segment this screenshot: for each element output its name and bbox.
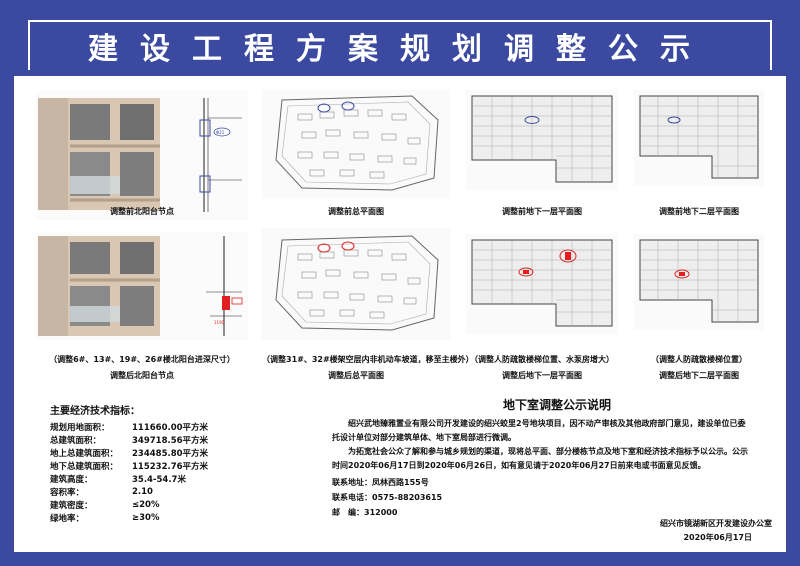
contact-label: 联系地址： — [332, 478, 372, 487]
indicator-value: 2.10 — [132, 486, 153, 497]
detail-label-a: Φ21 — [216, 130, 225, 135]
caption-basement1-before: 调整前地下一层平面图 — [502, 207, 582, 216]
balcony-after-figure: 1190 — [36, 232, 248, 340]
indicator-value: ≥30% — [132, 512, 160, 523]
indicator-row: 建筑高度： 35.4-54.7米 — [50, 472, 280, 485]
caption-site-plan-after: 调整后总平面图 — [328, 371, 384, 380]
basement2-before-figure — [634, 90, 764, 186]
indicator-value: 115232.76平方米 — [132, 461, 209, 472]
balcony-before-drawing: Φ21 — [38, 98, 242, 212]
indicator-value: 349718.56平方米 — [132, 435, 209, 446]
notice-block: 地下室调整公示说明 绍兴武地臻雅置业有限公司开发建设的绍兴蛟里2号地块项目，因不… — [332, 396, 752, 520]
indicator-label: 规划用地面积： — [50, 422, 110, 433]
indicator-row: 地上总建筑面积： 234485.80平方米 — [50, 446, 280, 459]
basement1-after-figure — [466, 234, 618, 334]
contact-phone: 联系电话： 0575-88203615 — [332, 490, 752, 505]
indicator-value: 111660.00平方米 — [132, 422, 209, 433]
caption-basement2-before: 调整前地下二层平面图 — [659, 207, 739, 216]
indicator-value: 234485.80平方米 — [132, 448, 209, 459]
caption-basement2-after: 调整后地下二层平面图 — [659, 371, 739, 380]
notice-title: 地下室调整公示说明 — [502, 398, 611, 412]
basement2-before-drawing — [634, 90, 764, 186]
indicators-title: 主要经济技术指标： — [50, 406, 140, 417]
balcony-after-drawing: 1190 — [38, 236, 243, 336]
basement1-after-drawing — [466, 234, 618, 334]
contact-label: 联系电话： — [332, 493, 372, 502]
site-plan-after-drawing — [262, 228, 450, 340]
caption-basement1-after: 调整后地下一层平面图 — [502, 371, 582, 380]
basement2-after-figure — [634, 234, 764, 330]
note-balcony-after: （调整6#、13#、19#、26#楼北阳台进深尺寸） — [49, 355, 235, 364]
page-title: 建设工程方案规划调整公示 — [88, 32, 712, 67]
site-plan-before-drawing — [262, 90, 450, 198]
basement1-before-drawing — [466, 90, 618, 190]
contact-value: 0575-88203615 — [372, 493, 443, 502]
indicator-label: 建筑高度： — [50, 474, 93, 485]
note-basement2-after: （调整人防疏散楼梯位置） — [651, 355, 747, 364]
title-box: 建设工程方案规划调整公示 — [28, 20, 772, 70]
basement2-after-drawing — [634, 234, 764, 330]
issue-date: 2020年06月17日 — [683, 533, 752, 542]
indicator-label: 绿地率： — [50, 513, 85, 524]
indicator-label: 总建筑面积： — [50, 435, 102, 446]
contact-value: 凤林西路155号 — [372, 478, 429, 487]
indicator-row: 总建筑面积： 349718.56平方米 — [50, 433, 280, 446]
indicator-label: 建筑密度： — [50, 500, 93, 511]
title-bar: 建设工程方案规划调整公示 — [0, 0, 800, 76]
contact-address: 联系地址： 凤林西路155号 — [332, 475, 752, 490]
indicator-row: 地下总建筑面积： 115232.76平方米 — [50, 459, 280, 472]
balcony-before-figure: Φ21 — [36, 90, 248, 220]
indicator-label: 地上总建筑面积： — [50, 448, 119, 459]
contact-postcode: 邮 编： 312000 — [332, 505, 752, 520]
note-basement1-after: （调整人防疏散楼梯位置、水泵房增大） — [470, 355, 614, 364]
indicator-label: 地下总建筑面积： — [50, 461, 119, 472]
contact-label: 邮 编： — [332, 508, 364, 517]
indicator-value: ≤20% — [132, 499, 160, 510]
detail-label-b: 1190 — [214, 320, 225, 325]
site-plan-after-figure — [262, 228, 450, 340]
notice-paragraph-1: 绍兴武地臻雅置业有限公司开发建设的绍兴蛟里2号地块项目，因不动产审核及其他政府部… — [332, 419, 746, 442]
indicator-value: 35.4-54.7米 — [132, 474, 186, 485]
site-plan-before-figure — [262, 90, 450, 198]
note-site-plan-after: （调整31#、32#楼架空层内非机动车坡道，移至主楼外） — [262, 355, 474, 364]
indicators-block: 主要经济技术指标： 规划用地面积： 111660.00平方米 总建筑面积： 34… — [50, 402, 280, 524]
issuing-office: 绍兴市镜湖新区开发建设办公室 — [660, 519, 772, 528]
indicator-row: 建筑密度： ≤20% — [50, 498, 280, 511]
indicator-row: 规划用地面积： 111660.00平方米 — [50, 420, 280, 433]
contact-value: 312000 — [364, 508, 398, 517]
indicator-row: 绿地率： ≥30% — [50, 511, 280, 524]
indicator-label: 容积率： — [50, 487, 85, 498]
caption-balcony-after: 调整后北阳台节点 — [110, 371, 174, 380]
notice-paragraph-2: 为拓宽社会公众了解和参与城乡规划的渠道，现将总平面、部分楼栋节点及地下室和经济技… — [332, 447, 748, 470]
basement1-before-figure — [466, 90, 618, 190]
indicator-row: 容积率： 2.10 — [50, 485, 280, 498]
caption-balcony-before: 调整前北阳台节点 — [110, 207, 174, 216]
caption-site-plan-before: 调整前总平面图 — [328, 207, 384, 216]
